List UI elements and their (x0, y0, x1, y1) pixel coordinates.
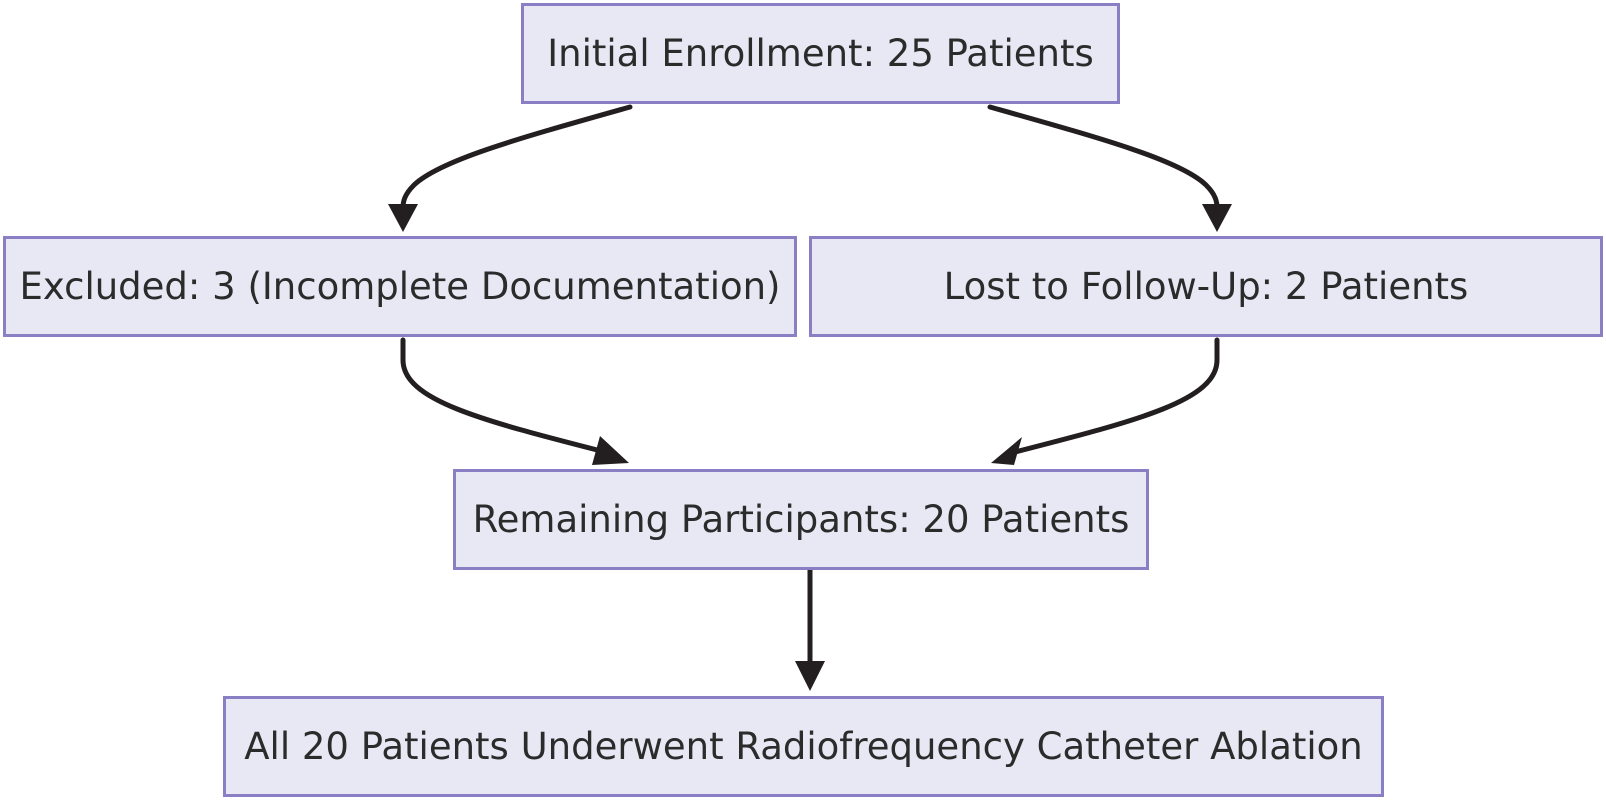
node-remaining-participants: Remaining Participants: 20 Patients (453, 469, 1149, 570)
node-excluded: Excluded: 3 (Incomplete Documentation) (3, 236, 797, 337)
arrowhead-remaining-left (592, 436, 629, 465)
arrowhead-excluded (388, 204, 418, 232)
node-initial-enrollment: Initial Enrollment: 25 Patients (521, 3, 1120, 104)
node-ablation: All 20 Patients Underwent Radiofrequency… (223, 696, 1384, 797)
node-lost-to-follow-up: Lost to Follow-Up: 2 Patients (809, 236, 1603, 337)
arrow-enrollment-to-excluded (400, 104, 633, 211)
arrow-excluded-to-remaining (400, 337, 608, 455)
arrowhead-remaining-right (991, 437, 1022, 465)
arrow-enrollment-to-lost (987, 104, 1220, 211)
arrowhead-ablation (795, 661, 825, 691)
arrow-lost-to-remaining (1012, 337, 1220, 455)
arrowhead-lost (1202, 204, 1232, 232)
